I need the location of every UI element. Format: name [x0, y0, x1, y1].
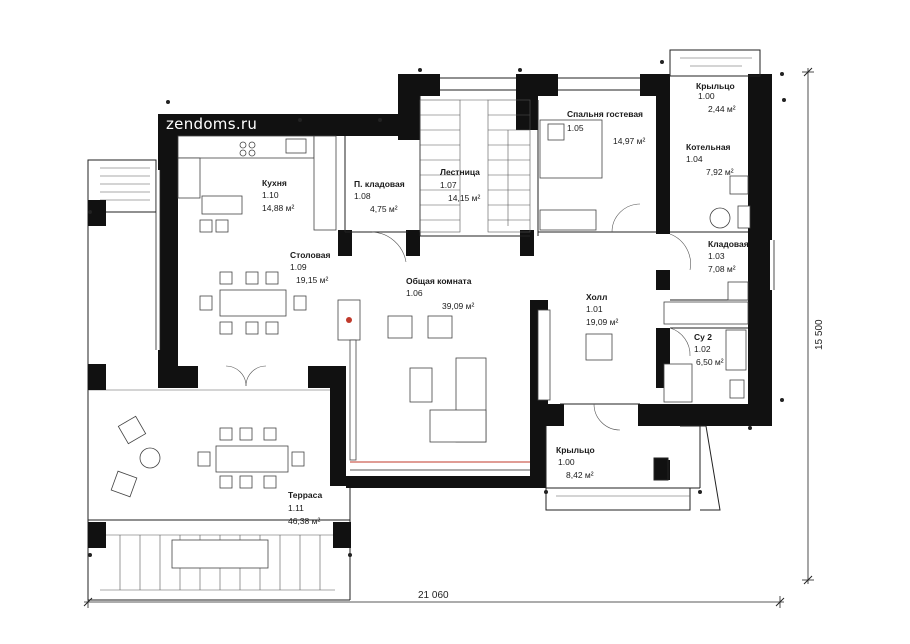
room-area: 8,42 м² — [566, 470, 594, 480]
room-area: 4,75 м² — [370, 204, 398, 214]
room-area: 46,38 м² — [288, 516, 320, 526]
room-name: П. кладовая — [354, 179, 405, 189]
room-label-boiler: Котельная 1.04 7,92 м² — [686, 142, 734, 177]
room-label-bathroom: Су 2 1.02 6,50 м² — [694, 332, 724, 367]
brand-text: zendoms.ru — [166, 115, 257, 133]
room-area: 39,09 м² — [442, 301, 474, 311]
bathroom-fixtures — [663, 281, 749, 403]
dining-table — [199, 271, 307, 335]
terrace-outline — [87, 159, 351, 601]
room-number: 1.00 — [558, 457, 575, 467]
room-label-terrace: Терраса 1.11 46,38 м² — [288, 490, 322, 526]
room-label-porch-bottom: Крыльцо 1.00 8,42 м² — [556, 445, 595, 480]
room-area: 7,92 м² — [706, 167, 734, 177]
porch-top — [669, 49, 761, 77]
room-label-dining: Столовая 1.09 19,15 м² — [290, 250, 330, 285]
room-area: 7,08 м² — [708, 264, 736, 274]
room-number: 1.11 — [288, 503, 304, 513]
room-name: Крыльцо — [556, 445, 595, 455]
room-number: 1.09 — [290, 262, 307, 272]
room-label-pantry: П. кладовая 1.08 4,75 м² — [354, 179, 405, 214]
width-dimension-label: 21 060 — [418, 590, 449, 601]
dimension-height: 15 500 — [802, 67, 825, 585]
height-dimension-label: 15 500 — [814, 319, 825, 350]
room-number: 1.04 — [686, 154, 703, 164]
room-area: 19,09 м² — [586, 317, 618, 327]
room-name: Лестница — [440, 167, 480, 177]
room-name: Кухня — [262, 178, 287, 188]
room-label-hall: Холл 1.01 19,09 м² — [586, 292, 618, 327]
room-number: 1.03 — [708, 251, 725, 261]
room-area: 14,88 м² — [262, 203, 294, 213]
room-area: 14,15 м² — [448, 193, 480, 203]
room-name: Крыльцо — [696, 81, 735, 91]
room-label-porch-top: Крыльцо 1.00 2,44 м² — [696, 81, 736, 114]
room-area: 14,97 м² — [613, 136, 645, 146]
room-name: Котельная — [686, 142, 731, 152]
room-name: Кладовая — [708, 239, 749, 249]
room-name: Су 2 — [694, 332, 712, 342]
room-number: 1.05 — [567, 123, 584, 133]
terrace-dining-table — [110, 415, 305, 498]
room-number: 1.10 — [262, 190, 279, 200]
room-name: Общая комната — [406, 276, 472, 286]
room-number: 1.00 — [698, 91, 715, 101]
boiler-fixtures — [709, 175, 751, 229]
porch-bottom — [545, 425, 721, 511]
doors — [225, 203, 691, 431]
brand-background — [160, 114, 288, 134]
dimension-width: 21 060 — [83, 590, 785, 608]
living-furniture — [337, 299, 487, 461]
room-name: Холл — [586, 292, 607, 302]
room-area: 6,50 м² — [696, 357, 724, 367]
room-number: 1.01 — [586, 304, 603, 314]
facade-markers — [88, 60, 786, 557]
room-name: Спальня гостевая — [567, 109, 643, 119]
windows — [155, 77, 775, 471]
room-area: 2,44 м² — [708, 104, 736, 114]
room-name: Терраса — [288, 490, 322, 500]
kitchen-counters — [177, 135, 337, 233]
room-number: 1.02 — [694, 344, 711, 354]
room-label-staircase: Лестница 1.07 14,15 м² — [440, 167, 480, 203]
bedroom-furniture — [539, 119, 603, 231]
room-label-living: Общая комната 1.06 39,09 м² — [406, 276, 474, 311]
hall-furniture — [537, 301, 749, 401]
room-label-guest-bedroom: Спальня гостевая 1.05 14,97 м² — [567, 109, 645, 146]
room-label-kitchen: Кухня 1.10 14,88 м² — [262, 178, 294, 213]
staircase — [419, 99, 531, 233]
room-area: 19,15 м² — [296, 275, 328, 285]
room-label-storage: Кладовая 1.03 7,08 м² — [708, 239, 749, 274]
room-number: 1.07 — [440, 180, 457, 190]
room-name: Столовая — [290, 250, 330, 260]
room-number: 1.08 — [354, 191, 371, 201]
room-number: 1.06 — [406, 288, 423, 298]
